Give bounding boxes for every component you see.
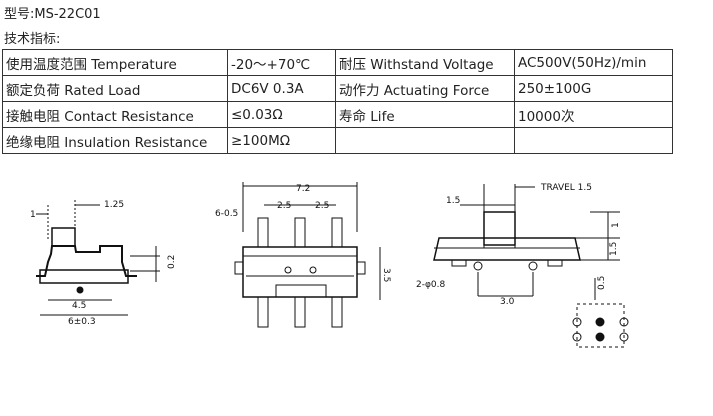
- table-cell: [514, 127, 673, 154]
- front-view-drawing: TRAVEL 1.5 1.5 1 1.5 2-φ0.8 3.0 0.5: [416, 183, 629, 348]
- specs-table: 使用温度范围 Temperature -20～+70℃ 耐压 Withstand…: [2, 49, 673, 154]
- table-cell: 额定负荷 Rated Load: [2, 75, 228, 102]
- dim-label: 6±0.3: [68, 317, 96, 327]
- table-cell: AC500V(50Hz)/min: [514, 49, 673, 76]
- dim-label: 1.5: [446, 196, 460, 206]
- table-cell: 动作力 Actuating Force: [335, 75, 515, 102]
- table-cell: 接触电阻 Contact Resistance: [2, 101, 228, 128]
- dim-label: TRAVEL 1.5: [540, 183, 592, 193]
- table-cell: 使用温度范围 Temperature: [2, 49, 228, 76]
- dim-label: 0.5: [597, 276, 607, 290]
- top-view-drawing: 7.2 2.5 2.5 6-0.5 3.5: [215, 182, 391, 328]
- dim-label: 1: [30, 210, 36, 220]
- table-cell: 耐压 Withstand Voltage: [335, 49, 515, 76]
- dim-label: 2-φ0.8: [416, 280, 445, 290]
- table-cell: 250±100G: [514, 75, 673, 102]
- table-cell: [335, 127, 515, 154]
- table-row: 使用温度范围 Temperature -20～+70℃ 耐压 Withstand…: [2, 49, 673, 76]
- table-cell: ≤0.03Ω: [227, 101, 336, 128]
- dim-label: 3.5: [381, 268, 391, 282]
- dim-label: 6-0.5: [215, 209, 238, 219]
- table-cell: DC6V 0.3A: [227, 75, 336, 102]
- dim-label: 2.5: [277, 201, 291, 211]
- model-number: 型号:MS-22C01: [4, 7, 101, 22]
- dim-label: 7.2: [296, 184, 310, 194]
- dim-label: 1.25: [104, 200, 124, 210]
- side-view-drawing: 1 1.25 0.2 4.5 6±0.3: [30, 200, 177, 327]
- dim-label: 0.2: [167, 255, 177, 269]
- table-row: 额定负荷 Rated Load DC6V 0.3A 动作力 Actuating …: [2, 75, 673, 102]
- table-row: 绝缘电阻 Insulation Resistance ≥100MΩ: [2, 127, 673, 154]
- dim-label: 1.5: [609, 242, 619, 256]
- dim-label: 2.5: [315, 201, 329, 211]
- dim-label: 3.0: [500, 297, 515, 307]
- specs-heading: 技术指标:: [4, 32, 61, 47]
- dim-label: 4.5: [72, 301, 86, 311]
- table-cell: 绝缘电阻 Insulation Resistance: [2, 127, 228, 154]
- dim-label: 1: [611, 222, 621, 228]
- table-cell: ≥100MΩ: [227, 127, 336, 154]
